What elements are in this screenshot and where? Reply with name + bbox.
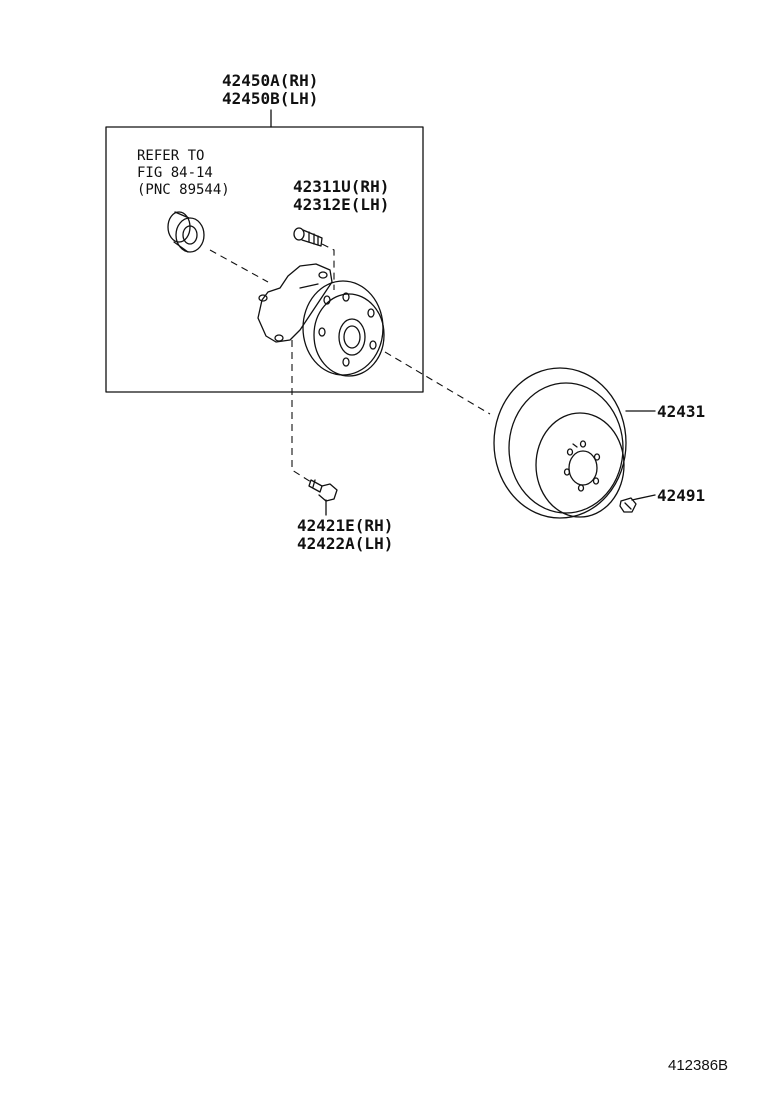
mount-bolt-part (308, 479, 338, 502)
refer-note-line-2: FIG 84-14 (137, 165, 213, 181)
brake-disc-part (493, 367, 627, 519)
refer-note-line-3: (PNC 89544) (137, 182, 230, 198)
hub-bolt-part (293, 227, 323, 247)
refer-note-line-1: REFER TO (137, 148, 205, 164)
callout-mount-bolt-rh: 42421E(RH) (297, 516, 394, 535)
screw-leader (631, 494, 656, 501)
callout-hub-bolt-rh: 42311U(RH) (293, 177, 390, 196)
disc-screw-part (619, 497, 637, 513)
callout-hub-assembly-rh: 42450A(RH) (222, 71, 319, 90)
bearing-part (167, 211, 205, 253)
alignment-lines (209, 243, 491, 483)
callout-disc: 42431 (657, 402, 706, 421)
hub-assembly-bracket (105, 126, 424, 393)
callout-hub-assembly-lh: 42450B(LH) (222, 89, 319, 108)
drawing-number: 412386B (668, 1057, 729, 1074)
callout-hub-bolt-lh: 42312E(LH) (293, 195, 390, 214)
callout-disc-screw: 42491 (657, 486, 706, 505)
callout-mount-bolt-lh: 42422A(LH) (297, 534, 394, 553)
axle-hub-part (257, 263, 385, 377)
